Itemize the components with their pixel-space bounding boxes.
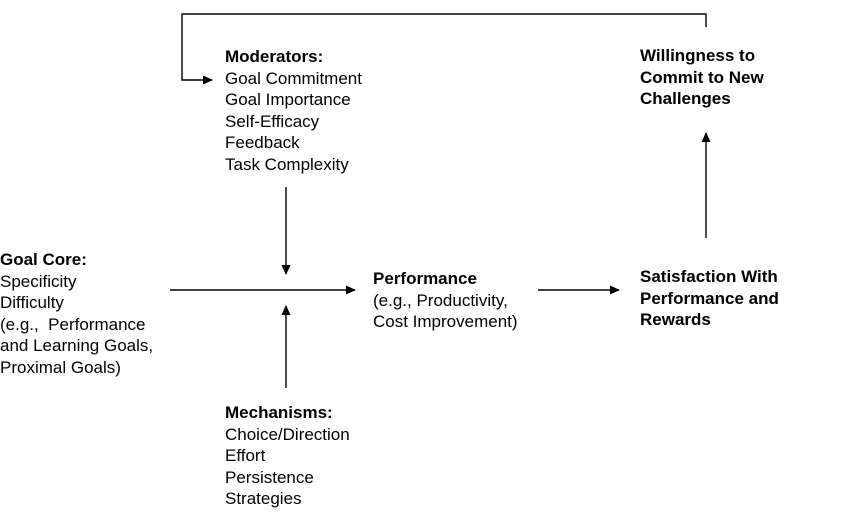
performance-item: (e.g., Productivity, xyxy=(373,290,508,310)
goal-core-item: and Learning Goals, xyxy=(0,336,154,355)
goal-core-item: Difficulty xyxy=(0,293,64,312)
goal-core-heading: Goal Core: xyxy=(0,250,87,269)
mechanism-item: Strategies xyxy=(225,489,302,508)
moderator-item: Feedback xyxy=(225,133,300,152)
satisfaction-line: Performance and xyxy=(640,288,779,308)
mechanisms-box: Mechanisms: Choice/Direction Effort Pers… xyxy=(225,402,350,510)
mechanism-item: Persistence xyxy=(225,467,314,487)
moderator-item: Task Complexity xyxy=(225,154,349,174)
willingness-line: Challenges xyxy=(640,89,731,108)
mechanism-item: Effort xyxy=(225,446,266,465)
willingness-line: Willingness to xyxy=(640,46,756,65)
goal-core-item: Specificity xyxy=(0,271,77,291)
satisfaction-box: Satisfaction With Performance and Reward… xyxy=(640,266,779,331)
moderator-item: Goal Importance xyxy=(225,90,351,109)
moderator-item: Goal Commitment xyxy=(225,68,362,88)
performance-item: Cost Improvement) xyxy=(373,312,518,331)
goal-core-item: Proximal Goals) xyxy=(0,357,121,377)
goal-core-box: Goal Core: Specificity Difficulty (e.g.,… xyxy=(0,249,153,378)
feedback-loop-arrow xyxy=(181,13,707,85)
satisfaction-line: Rewards xyxy=(640,310,711,329)
satisfaction-line: Satisfaction With xyxy=(640,267,778,286)
willingness-line: Commit to New xyxy=(640,67,764,87)
moderators-box: Moderators: Goal Commitment Goal Importa… xyxy=(225,46,362,175)
mechanisms-heading: Mechanisms: xyxy=(225,403,333,422)
mechanism-item: Choice/Direction xyxy=(225,424,350,444)
goal-core-item: (e.g., Performance xyxy=(0,314,146,334)
performance-heading: Performance xyxy=(373,269,477,288)
moderators-heading: Moderators: xyxy=(225,47,324,66)
moderator-item: Self-Efficacy xyxy=(225,111,320,131)
willingness-box: Willingness to Commit to New Challenges xyxy=(640,45,764,110)
performance-box: Performance (e.g., Productivity, Cost Im… xyxy=(373,268,518,333)
